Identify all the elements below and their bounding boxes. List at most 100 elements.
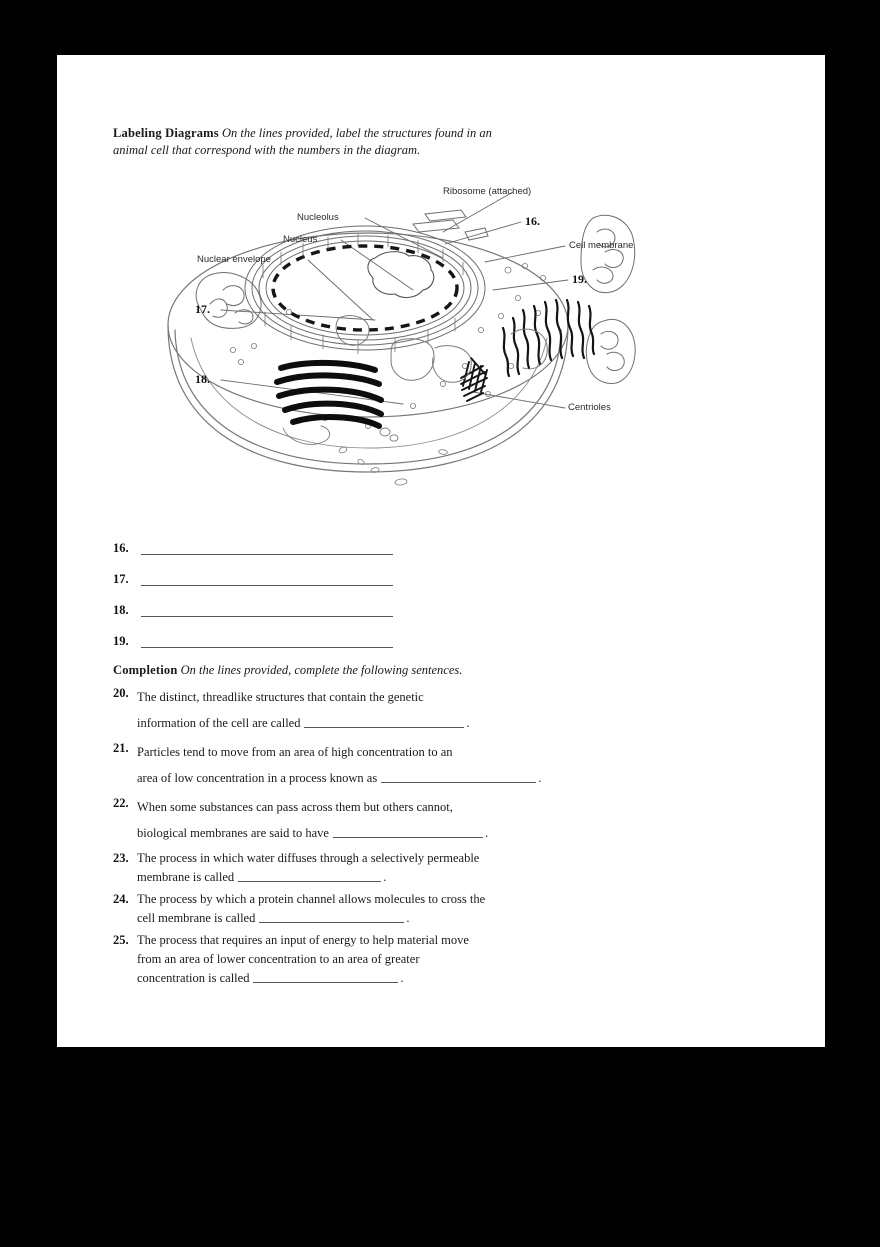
question-21-line2-text: area of low concentration in a process k… bbox=[137, 771, 378, 785]
completion-section-title: Completion bbox=[113, 663, 178, 677]
cell-membrane-outline bbox=[167, 232, 569, 473]
labeling-section-title: Labeling Diagrams bbox=[113, 126, 219, 140]
answer-lines-list: 16. 17. 18. 19. bbox=[113, 524, 713, 648]
question-24-number: 24. bbox=[113, 892, 129, 906]
labeling-section-heading: Labeling Diagrams On the lines provided,… bbox=[113, 125, 713, 158]
question-23-line2: membrane is called. bbox=[137, 870, 386, 884]
question-25-line1: The process that requires an input of en… bbox=[137, 933, 469, 947]
question-20-number: 20. bbox=[113, 686, 129, 700]
question-24-period: . bbox=[406, 911, 410, 925]
question-20-period: . bbox=[466, 716, 470, 730]
question-25-blank[interactable] bbox=[253, 971, 399, 983]
question-22-period: . bbox=[484, 826, 489, 840]
question-23-blank[interactable] bbox=[238, 870, 382, 882]
rough-endoplasmic-reticulum bbox=[501, 298, 596, 378]
attached-ribosome-region bbox=[412, 209, 489, 241]
answer-row-19: 19. bbox=[113, 617, 713, 648]
worksheet-page: Labeling Diagrams On the lines provided,… bbox=[57, 55, 825, 1047]
question-22-line2-text: biological membranes are said to have bbox=[137, 826, 329, 840]
question-20-body: The distinct, threadlike structures that… bbox=[137, 684, 470, 736]
diagram-label-nucleus: Nucleus bbox=[283, 234, 318, 245]
diagram-label-cell-membrane: Cell membrane bbox=[569, 240, 634, 251]
question-22: 22. When some substances can pass across… bbox=[113, 794, 713, 846]
question-24-line1: The process by which a protein channel a… bbox=[137, 892, 486, 906]
answer-blank-19[interactable] bbox=[141, 635, 393, 648]
question-21-line1: Particles tend to move from an area of h… bbox=[137, 745, 453, 759]
question-22-body: When some substances can pass across the… bbox=[137, 794, 488, 846]
answer-number-16: 16. bbox=[113, 541, 129, 555]
answer-row-17: 17. bbox=[113, 555, 713, 586]
question-25-number: 25. bbox=[113, 933, 129, 947]
question-21-period: . bbox=[538, 771, 542, 785]
question-23: 23. The process in which water diffuses … bbox=[113, 849, 713, 887]
question-20-blank[interactable] bbox=[304, 716, 465, 728]
diagram-number-19: 19. bbox=[572, 272, 587, 286]
completion-section-heading: Completion On the lines provided, comple… bbox=[113, 662, 713, 678]
question-20-line2: information of the cell are called. bbox=[137, 716, 470, 730]
answer-blank-17[interactable] bbox=[141, 573, 393, 586]
question-25-period: . bbox=[400, 971, 404, 985]
question-21-line2: area of low concentration in a process k… bbox=[137, 771, 541, 785]
ribosome-dots bbox=[230, 263, 546, 429]
diagram-label-nuclear-envelope: Nuclear envelope bbox=[197, 254, 271, 265]
vacuole-shapes bbox=[335, 315, 548, 383]
answer-blank-18[interactable] bbox=[141, 604, 393, 617]
cell-illustration-svg bbox=[167, 191, 636, 486]
cytoplasm-specks bbox=[338, 446, 448, 486]
question-24-line2: cell membrane is called. bbox=[137, 911, 409, 925]
question-23-body: The process in which water diffuses thro… bbox=[137, 849, 479, 887]
question-22-line2: biological membranes are said to have. bbox=[137, 826, 488, 840]
page-content: Labeling Diagrams On the lines provided,… bbox=[113, 125, 713, 988]
animal-cell-diagram: Ribosome (attached) Nucleolus Nucleus Nu… bbox=[113, 170, 713, 510]
mitochondrion-left bbox=[195, 272, 262, 329]
question-20-line2-text: information of the cell are called bbox=[137, 716, 301, 730]
diagram-number-18: 18. bbox=[195, 372, 210, 386]
question-22-line1: When some substances can pass across the… bbox=[137, 800, 453, 814]
answer-row-18: 18. bbox=[113, 586, 713, 617]
question-23-line1: The process in which water diffuses thro… bbox=[137, 851, 480, 865]
question-24-blank[interactable] bbox=[259, 911, 405, 923]
cytoplasm-contour bbox=[190, 337, 548, 449]
answer-number-18: 18. bbox=[113, 603, 129, 617]
question-20: 20. The distinct, threadlike structures … bbox=[113, 684, 713, 736]
question-23-number: 23. bbox=[113, 851, 129, 865]
centrioles-shape bbox=[460, 357, 488, 402]
diagram-number-16: 16. bbox=[525, 214, 540, 228]
question-23-line2-text: membrane is called bbox=[137, 870, 235, 884]
diagram-label-centrioles: Centrioles bbox=[568, 402, 611, 413]
question-25-line2: concentration is called. bbox=[137, 971, 404, 985]
question-21-blank[interactable] bbox=[381, 771, 537, 783]
question-25-body: The process that requires an input of en… bbox=[137, 931, 469, 988]
answer-row-16: 16. bbox=[113, 524, 713, 555]
question-25: 25. The process that requires an input o… bbox=[113, 931, 713, 988]
golgi-vesicles bbox=[282, 425, 399, 445]
question-21-number: 21. bbox=[113, 741, 129, 755]
mitochondrion-upper-right bbox=[580, 214, 636, 294]
completion-section-instruction: On the lines provided, complete the foll… bbox=[180, 663, 463, 677]
question-22-blank[interactable] bbox=[332, 826, 483, 838]
question-25-line2-text: concentration is called bbox=[137, 971, 250, 985]
answer-number-19: 19. bbox=[113, 634, 129, 648]
completion-questions-list: 20. The distinct, threadlike structures … bbox=[113, 684, 713, 988]
question-21: 21. Particles tend to move from an area … bbox=[113, 739, 713, 791]
question-23-period: . bbox=[383, 870, 387, 884]
question-25-line1b: from an area of lower concentration to a… bbox=[137, 952, 420, 966]
nuclear-pores bbox=[271, 244, 459, 332]
labeling-section-instruction-line2: animal cell that correspond with the num… bbox=[113, 143, 421, 157]
labeling-section-instruction-line1: On the lines provided, label the structu… bbox=[221, 126, 492, 140]
question-22-number: 22. bbox=[113, 796, 129, 810]
question-24-body: The process by which a protein channel a… bbox=[137, 890, 485, 928]
diagram-number-17: 17. bbox=[195, 302, 210, 316]
question-21-body: Particles tend to move from an area of h… bbox=[137, 739, 541, 791]
mitochondrion-lower-right bbox=[585, 318, 636, 384]
question-24: 24. The process by which a protein chann… bbox=[113, 890, 713, 928]
question-24-line2-text: cell membrane is called bbox=[137, 911, 256, 925]
envelope-ticks bbox=[262, 233, 464, 355]
diagram-label-ribosome: Ribosome (attached) bbox=[443, 186, 532, 197]
golgi-apparatus bbox=[274, 359, 384, 429]
diagram-label-nucleolus: Nucleolus bbox=[297, 212, 339, 223]
question-20-line1: The distinct, threadlike structures that… bbox=[137, 690, 424, 704]
answer-blank-16[interactable] bbox=[141, 542, 393, 555]
nucleolus-shape bbox=[367, 251, 435, 299]
answer-number-17: 17. bbox=[113, 572, 129, 586]
